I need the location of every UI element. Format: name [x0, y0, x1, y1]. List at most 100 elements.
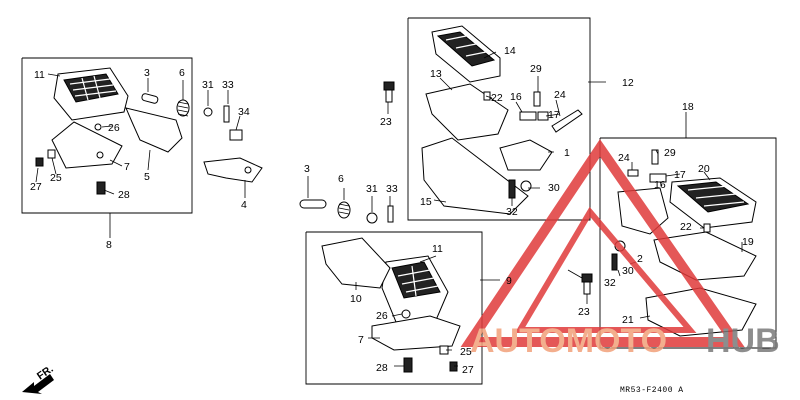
front-direction-arrow	[22, 374, 54, 394]
label-7b: 7	[358, 334, 364, 346]
group-9-frame	[305, 231, 483, 385]
label-28: 28	[118, 189, 130, 201]
label-33b: 33	[386, 183, 398, 195]
part-25-collar	[47, 149, 56, 159]
part-26-collar	[94, 123, 102, 131]
part-33-pin	[223, 105, 230, 123]
part-32-pin-b	[611, 253, 618, 271]
watermark-triangle-inner	[514, 206, 697, 333]
label-7: 7	[124, 161, 130, 173]
group-18-frame	[599, 137, 777, 349]
part-14-footpeg-rubber	[431, 25, 501, 83]
label-11b: 11	[432, 243, 443, 255]
label-25b: 25	[460, 346, 472, 358]
part-33-pin-b	[387, 205, 394, 223]
label-29: 29	[530, 63, 542, 75]
label-32: 32	[506, 206, 518, 218]
label-27b: 27	[462, 364, 474, 376]
diagram-caption: MR53-F2400 A	[620, 386, 684, 395]
part-labels: 11 3 6 31 33 34 26 7 5 4 27 25 28 8 14 1…	[30, 45, 754, 376]
part-26-collar-b	[401, 309, 411, 319]
label-24: 24	[554, 89, 566, 101]
part-22-screw-b	[703, 223, 711, 233]
watermark-text-hub: HUB	[706, 322, 780, 360]
label-11: 11	[34, 69, 45, 81]
label-14: 14	[504, 45, 516, 57]
label-22: 22	[491, 92, 503, 104]
part-16-collar-b	[649, 173, 667, 183]
label-5: 5	[144, 171, 150, 183]
label-3: 3	[144, 67, 150, 79]
part-11-footpeg-rubber-b	[381, 255, 449, 323]
label-13: 13	[430, 68, 442, 80]
part-29-bolt-b	[651, 149, 659, 165]
label-20: 20	[698, 163, 710, 175]
label-34: 34	[238, 106, 250, 118]
label-6b: 6	[338, 173, 344, 185]
label-23: 23	[380, 116, 392, 128]
label-21: 21	[622, 314, 634, 326]
part-7-plate	[51, 121, 123, 169]
label-23b: 23	[578, 306, 590, 318]
part-24-pin	[551, 109, 583, 133]
group-9	[305, 231, 500, 385]
label-9: 9	[506, 275, 512, 287]
label-18: 18	[682, 101, 694, 113]
label-26: 26	[108, 122, 120, 134]
part-34-bolt	[229, 129, 243, 141]
label-4: 4	[241, 199, 247, 211]
part-23-bolt-bottom	[567, 269, 593, 304]
part-5-peg-bracket	[125, 107, 183, 153]
label-15: 15	[420, 196, 432, 208]
watermark-text-main: AUTOMOTO	[470, 322, 667, 360]
part-30-washer	[520, 180, 532, 192]
label-10: 10	[350, 293, 362, 305]
label-12: 12	[622, 77, 634, 89]
part-20-footpeg-rubber	[669, 177, 757, 229]
label-22b: 22	[680, 221, 692, 233]
label-31b: 31	[366, 183, 378, 195]
part-4-bracket	[203, 157, 263, 183]
part-27-nut	[35, 157, 44, 167]
label-8: 8	[106, 239, 112, 251]
watermark: AUTOMOTO HUB	[460, 139, 780, 360]
label-16b: 16	[654, 179, 666, 191]
group-12	[407, 17, 606, 221]
group-8	[21, 57, 263, 238]
label-2: 2	[637, 253, 643, 265]
label-27: 27	[30, 181, 42, 193]
part-24-pin-b	[627, 169, 639, 177]
part-28-bolt-b	[403, 357, 413, 373]
label-32b: 32	[604, 277, 616, 289]
label-17b: 17	[674, 169, 686, 181]
label-6: 6	[179, 67, 185, 79]
label-16: 16	[510, 91, 522, 103]
label-24b: 24	[618, 152, 630, 164]
label-3b: 3	[304, 163, 310, 175]
label-30b: 30	[622, 265, 634, 277]
part-29-bolt	[533, 91, 541, 107]
label-28b: 28	[376, 362, 388, 374]
group-9-loose-parts	[299, 176, 394, 224]
part-10-peg-bracket	[321, 237, 391, 289]
part-3-pin-b	[299, 199, 327, 209]
part-11-footpeg-rubber	[53, 67, 129, 121]
part-15-guard	[421, 137, 529, 215]
label-30: 30	[548, 182, 560, 194]
part-31-washer-b	[366, 212, 378, 224]
watermark-triangle-outer	[460, 139, 745, 347]
part-23-bolt-top	[383, 81, 395, 114]
part-1-bracket	[499, 139, 553, 171]
part-3-pin	[141, 93, 159, 104]
label-33: 33	[222, 79, 234, 91]
part-16-collar	[519, 111, 537, 121]
part-27-nut-b	[449, 361, 458, 372]
label-25: 25	[50, 172, 62, 184]
label-19: 19	[742, 236, 754, 248]
group-8-frame	[21, 57, 193, 214]
group-12-frame	[407, 17, 591, 221]
label-1: 1	[564, 147, 570, 159]
label-29b: 29	[664, 147, 676, 159]
label-26b: 26	[376, 310, 388, 322]
